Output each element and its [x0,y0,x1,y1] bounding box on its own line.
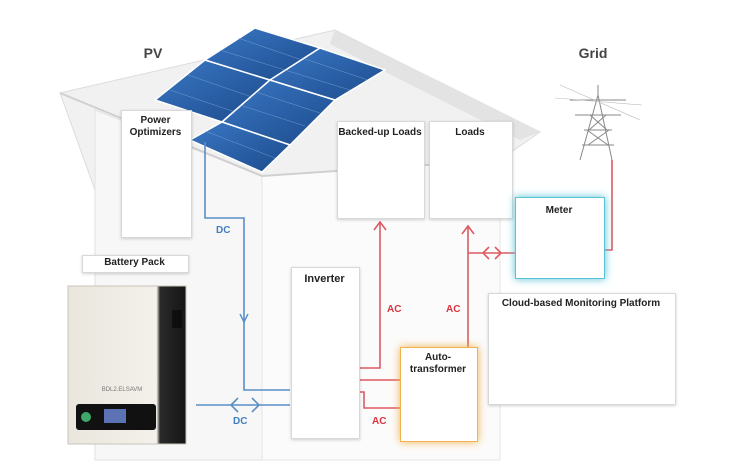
autotransformer-panel [400,347,478,442]
backed-up-loads-panel [337,121,425,219]
battery-pack-label: Battery Pack [104,257,165,268]
inverter-panel [291,267,360,439]
ac-label-loads: AC [446,304,461,315]
solar-panels [153,27,387,173]
transmission-tower [554,84,643,161]
loads-panel [429,121,513,219]
power-optimizers-panel [121,110,192,238]
dc-label-battery: DC [233,416,248,427]
dc-label-optimizer: DC [216,225,231,236]
battery-pack-device [67,285,187,445]
inverter-label: Inverter [304,273,345,285]
ac-label-autotransformer: AC [372,416,387,427]
battery-pack-header [82,255,189,273]
grid-label: Grid [578,45,608,61]
loads-label: Loads [455,127,485,138]
power-optimizers-label: Power Optimizers [129,115,182,138]
meter-panel [515,197,605,279]
cloud-platform-label: Cloud-based Monitoring Platform [501,298,661,309]
battery-model-text: BDL2.ELSAVM [101,387,143,393]
backed-up-loads-label: Backed-up Loads [338,127,422,138]
meter-label: Meter [545,205,573,216]
pv-label: PV [143,45,163,61]
cloud-platform-panel [488,293,676,405]
dc-wires [196,142,290,413]
ac-label-backed-up: AC [387,304,402,315]
autotransformer-label: Auto-transformer [409,352,467,375]
